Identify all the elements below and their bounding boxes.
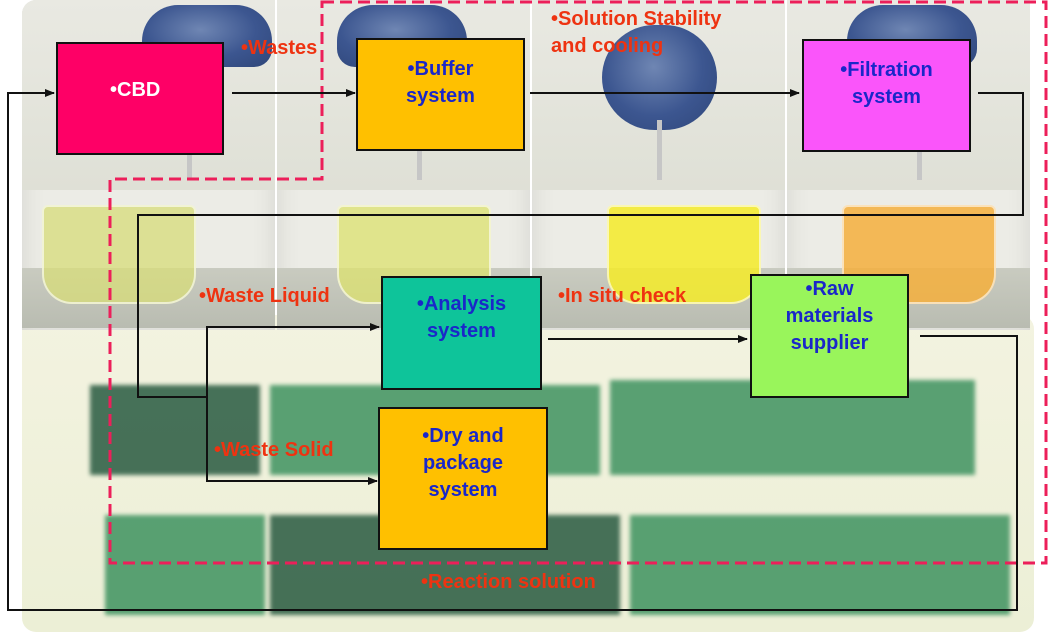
label-waste-liquid: •Waste Liquid	[199, 285, 330, 307]
background-tile	[105, 515, 265, 615]
line-filtration-loop	[137, 92, 1024, 398]
node-raw-materials-supplier: •Raw materials supplier	[750, 274, 909, 398]
arrow-reaction-solution-to-cbd	[7, 89, 1018, 611]
label-in-situ-check: •In situ check	[558, 285, 687, 307]
node-analysis-system: •Analysis system	[381, 276, 542, 390]
node-filtration-system: •Filtration system	[802, 39, 971, 152]
arrow-waste-solid-to-dry	[206, 397, 378, 485]
dashed-boundary	[108, 0, 1048, 565]
node-buffer-system: •Buffer system	[356, 38, 525, 151]
background-tile	[90, 385, 260, 475]
background-photo-panel	[532, 0, 785, 330]
label-waste-solid: •Waste Solid	[214, 439, 334, 461]
arrow-waste-liquid-to-analysis	[206, 323, 380, 397]
node-dry-and-package-system: •Dry and package system	[378, 407, 548, 550]
label-solution-stability: •Solution Stability and cooling	[551, 8, 722, 57]
node-cbd: •CBD	[56, 42, 224, 155]
background-tile	[630, 515, 1010, 615]
label-reaction-solution: •Reaction solution	[421, 571, 596, 593]
label-wastes: •Wastes	[241, 37, 318, 59]
